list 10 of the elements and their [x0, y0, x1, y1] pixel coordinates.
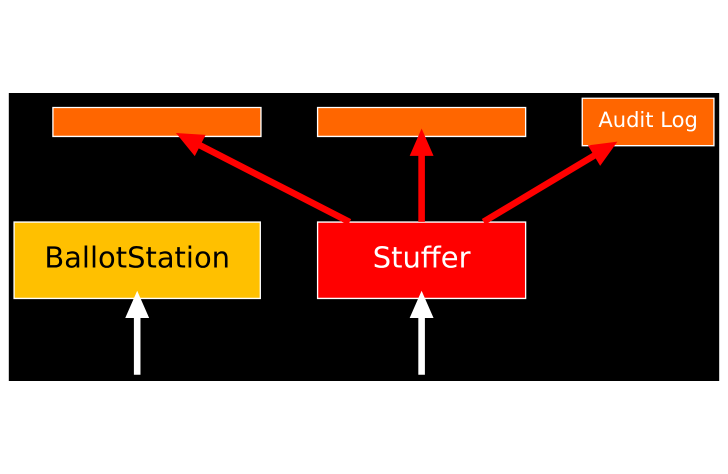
node-box: Audit Log [582, 98, 715, 146]
node-box: BallotStation [13, 221, 261, 300]
arrow [410, 290, 434, 375]
arrow [410, 128, 434, 222]
node-box [316, 106, 526, 138]
arrow [125, 290, 150, 375]
arrow [176, 133, 352, 225]
node-box [52, 106, 262, 138]
node-box: Stuffer [316, 221, 526, 300]
arrow [482, 142, 618, 225]
